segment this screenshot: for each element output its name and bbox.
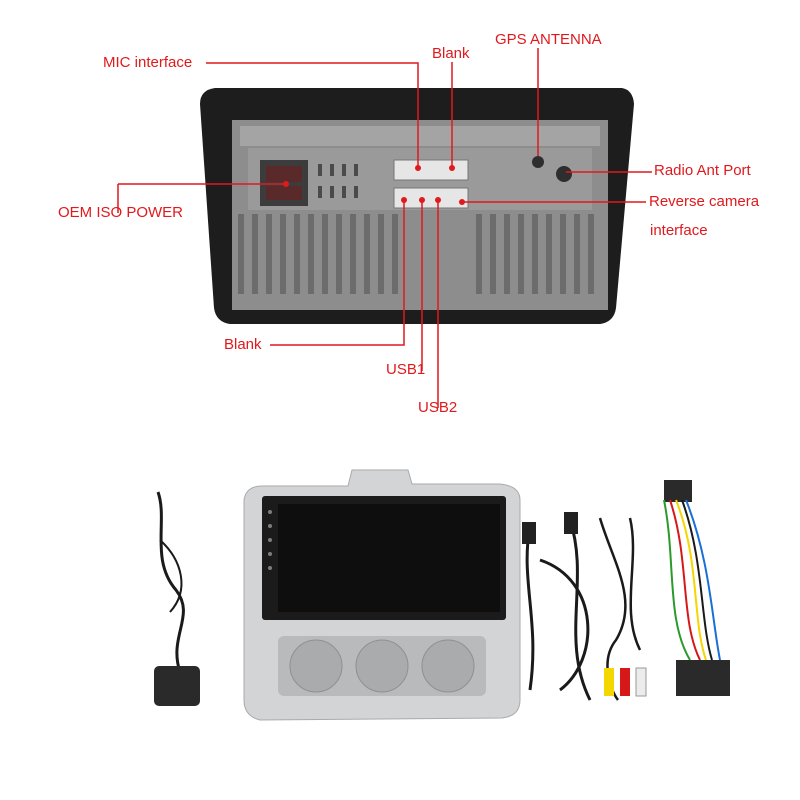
- callout-usb1: USB1: [386, 361, 426, 378]
- usb-plugs: [522, 512, 578, 544]
- usb-camera-connector: [393, 187, 469, 209]
- callout-lines: [117, 48, 652, 408]
- callout-reverse-camera: Reverse camera: [649, 193, 760, 210]
- callout-blank-top: Blank: [432, 45, 470, 62]
- callout-reverse-camera-interface: interface: [650, 222, 708, 239]
- callout-oem-iso-power: OEM ISO POWER: [58, 204, 184, 221]
- gps-port: [532, 156, 544, 168]
- radio-port: [556, 166, 572, 182]
- head-unit-rear: [200, 88, 634, 324]
- callout-gps-antenna: GPS ANTENNA: [495, 31, 602, 48]
- head-unit-front: [243, 469, 521, 721]
- callout-radio-ant-port: Radio Ant Port: [654, 162, 751, 179]
- gps-antenna: [154, 491, 200, 706]
- heatsink-fins: [238, 214, 594, 294]
- mic-blank-connector: [393, 159, 469, 181]
- callout-blank-bottom: Blank: [224, 336, 262, 353]
- callout-usb2: USB2: [418, 399, 458, 416]
- rca-plugs: [604, 667, 647, 697]
- iso-power-harness: [663, 480, 730, 696]
- usb-cables: [525, 519, 592, 701]
- callout-mic-interface: MIC interface: [103, 54, 193, 71]
